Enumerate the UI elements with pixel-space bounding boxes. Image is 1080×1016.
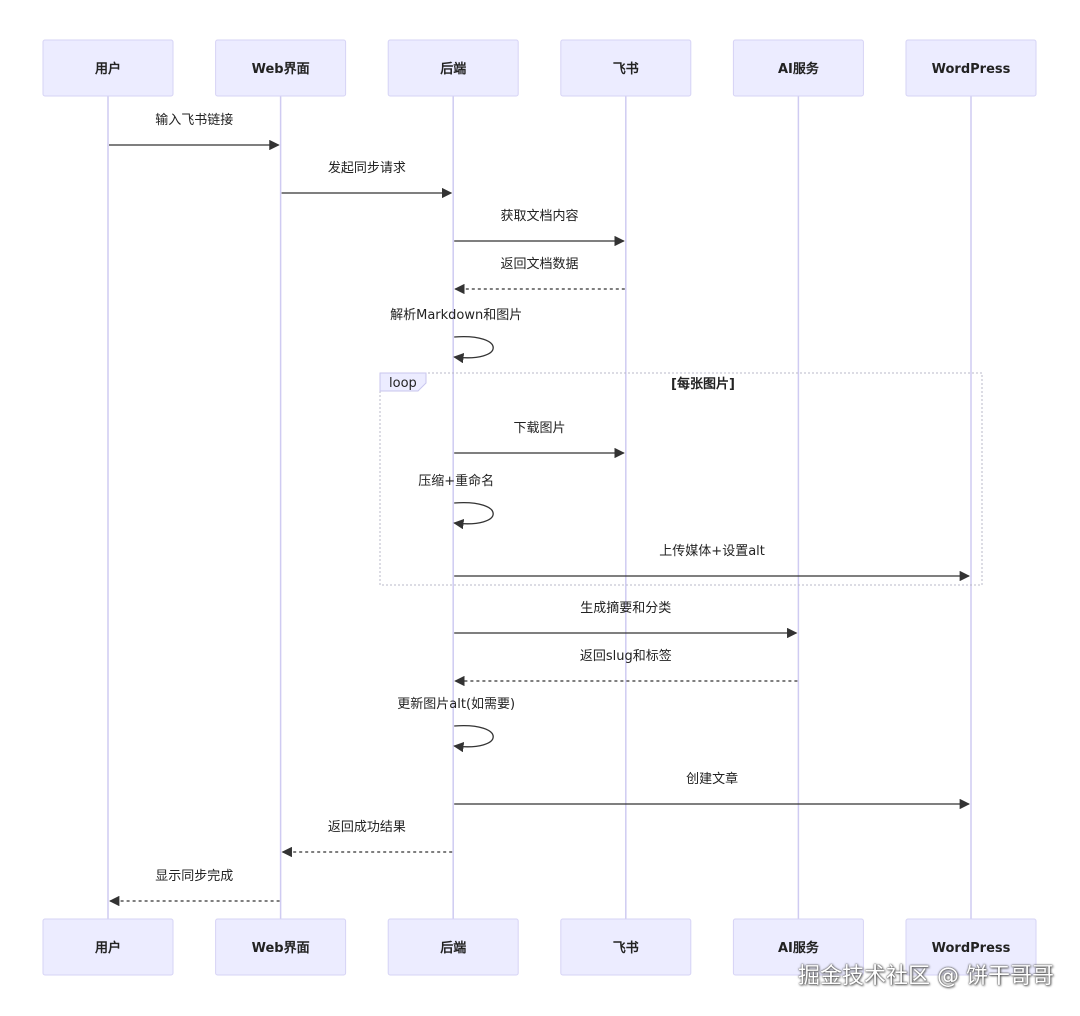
- actor-box: [560, 39, 692, 97]
- actor-web-top: Web界面: [215, 39, 347, 97]
- message-label: 更新图片alt(如需要): [397, 696, 515, 712]
- actor-box: [215, 918, 347, 976]
- actors-top: 用户 Web界面 后端 飞书 AI服务 WordPress: [42, 39, 1037, 97]
- message-label: 生成摘要和分类: [580, 600, 671, 616]
- loop-tab: [379, 372, 427, 392]
- actor-web-bottom: Web界面: [215, 918, 347, 976]
- message-label: 上传媒体+设置alt: [659, 544, 765, 559]
- actor-label: 飞书: [613, 940, 639, 956]
- actor-box: [387, 918, 519, 976]
- message: 返回slug和标签: [454, 648, 798, 687]
- message: 下载图片: [454, 421, 625, 459]
- lifelines: [107, 96, 972, 919]
- actor-label: AI服务: [778, 61, 820, 77]
- actor-wordpress-bottom: WordPress: [905, 918, 1037, 976]
- message: 返回文档数据: [454, 257, 625, 295]
- self-message-arrow: [453, 725, 494, 753]
- message-label: 创建文章: [686, 771, 738, 787]
- messages: 输入飞书链接发起同步请求获取文档内容返回文档数据解析Markdown和图片下载图…: [108, 112, 971, 907]
- actor-box: [42, 918, 174, 976]
- actor-ai-bottom: AI服务: [732, 918, 864, 976]
- loop-condition: [每张图片]: [671, 376, 735, 392]
- message-label: 返回成功结果: [328, 820, 406, 835]
- message: 返回成功结果: [281, 820, 453, 858]
- message-label: 获取文档内容: [500, 208, 578, 224]
- message-label: 返回文档数据: [500, 257, 578, 272]
- actor-feishu-top: 飞书: [560, 39, 692, 97]
- actor-label: Web界面: [252, 940, 310, 956]
- actor-user-bottom: 用户: [42, 918, 174, 976]
- actor-box: [905, 39, 1037, 97]
- message-label: 发起同步请求: [328, 160, 406, 176]
- actor-label: AI服务: [778, 940, 820, 956]
- actor-label: 飞书: [613, 61, 639, 77]
- actor-label: 后端: [440, 940, 466, 956]
- actor-box: [905, 918, 1037, 976]
- actor-box: [42, 39, 174, 97]
- message: 上传媒体+设置alt: [454, 544, 971, 582]
- actor-box: [387, 39, 519, 97]
- loop-block: loop [每张图片]: [379, 372, 983, 586]
- message-label: 下载图片: [513, 421, 565, 436]
- loop-frame: [379, 372, 983, 586]
- self-message-arrow: [453, 336, 494, 364]
- actors-bottom: 用户 Web界面 后端 飞书 AI服务 WordPress: [42, 918, 1037, 976]
- message-label: 返回slug和标签: [580, 648, 672, 664]
- message: 获取文档内容: [454, 208, 625, 247]
- actor-backend-top: 后端: [387, 39, 519, 97]
- message-label: 显示同步完成: [155, 869, 233, 884]
- message-label: 解析Markdown和图片: [390, 308, 522, 323]
- actor-label: 后端: [440, 61, 466, 77]
- actor-user-top: 用户: [42, 39, 174, 97]
- actor-box: [215, 39, 347, 97]
- loop-label: loop: [389, 376, 417, 391]
- message: 发起同步请求: [281, 160, 453, 199]
- actor-label: 用户: [94, 940, 121, 956]
- message: 输入飞书链接: [109, 112, 280, 151]
- actor-backend-bottom: 后端: [387, 918, 519, 976]
- message: 解析Markdown和图片: [390, 308, 522, 364]
- actor-ai-top: AI服务: [732, 39, 864, 97]
- message-label: 压缩+重命名: [418, 473, 494, 489]
- message: 生成摘要和分类: [454, 600, 798, 639]
- actor-feishu-bottom: 飞书: [560, 918, 692, 976]
- actor-label: WordPress: [932, 941, 1011, 956]
- actor-label: 用户: [94, 61, 121, 77]
- actor-label: WordPress: [932, 62, 1011, 77]
- message: 创建文章: [454, 771, 971, 810]
- actor-label: Web界面: [252, 61, 310, 77]
- self-message-arrow: [453, 502, 494, 530]
- watermark-text: 掘金技术社区 @ 饼干哥哥: [798, 964, 1054, 989]
- actor-box: [732, 918, 864, 976]
- actor-wordpress-top: WordPress: [905, 39, 1037, 97]
- message-label: 输入飞书链接: [155, 112, 233, 128]
- message: 压缩+重命名: [418, 473, 494, 530]
- message: 更新图片alt(如需要): [397, 696, 515, 753]
- message: 显示同步完成: [108, 869, 280, 907]
- actor-box: [732, 39, 864, 97]
- actor-box: [560, 918, 692, 976]
